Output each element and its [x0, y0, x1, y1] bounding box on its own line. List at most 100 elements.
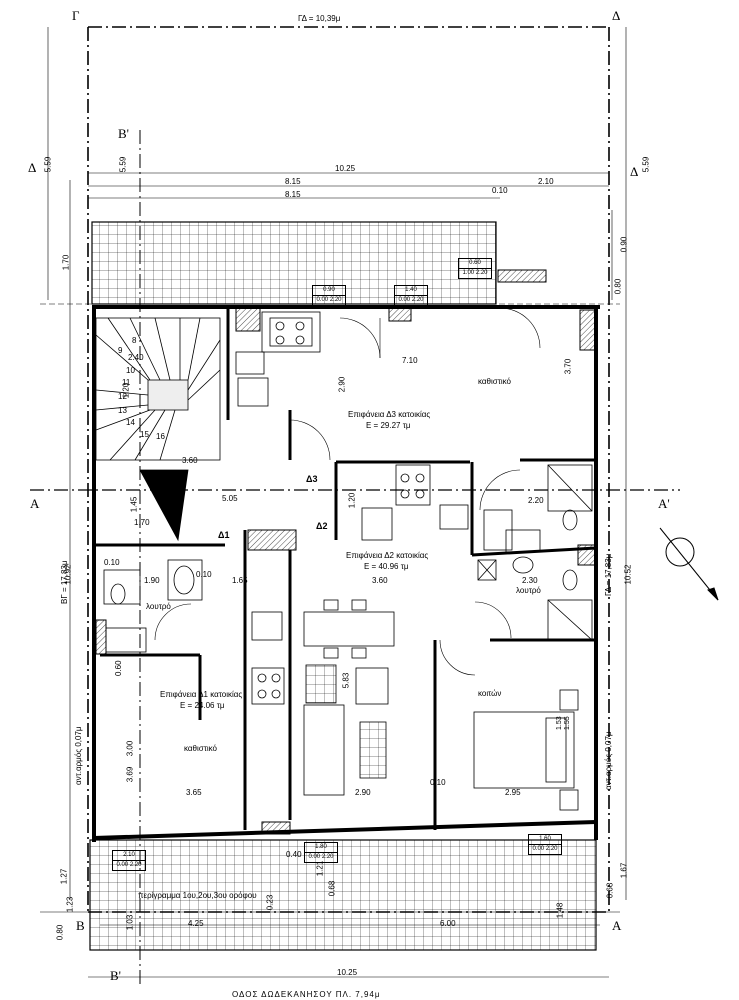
corner-top-right: Δ	[612, 8, 621, 23]
top-boundary-label: ΓΔ = 10,39μ	[298, 14, 341, 23]
area-d3-value: Ε = 29.27 τμ	[366, 421, 411, 430]
window-tag-width: 2.10	[113, 851, 145, 861]
side-label-left-road: αντ.αρμός 0,07μ	[74, 726, 83, 786]
window-tag: 1.60 0.00 2.20	[528, 834, 562, 855]
window-tag-b: 2.20	[545, 846, 558, 852]
dim-left-369: 3.69	[125, 766, 135, 783]
exterior-walls	[92, 305, 600, 842]
window-tag-b: 2.20	[321, 854, 334, 860]
window-tag-b: 2.20	[475, 270, 488, 276]
window-tag-a: 0.00	[532, 846, 545, 852]
window-tag-b: 2.20	[411, 297, 424, 303]
section-d-left: Δ	[28, 160, 37, 175]
window-tag-a: 0.00	[398, 297, 411, 303]
side-value-010b: 0.10	[104, 558, 120, 567]
dim-583: 5.83	[341, 672, 351, 689]
dim-bot-148: 1.48	[555, 902, 565, 919]
dim-stair-240: 2.40	[128, 353, 144, 362]
dim-068: 0.68	[327, 880, 337, 897]
window-tag: 0.60 1.00 2.20	[458, 258, 492, 279]
side-value-010a: 0.10	[196, 570, 212, 579]
dim-top-210: 2.10	[538, 177, 554, 186]
dim-right-1052: 10.52	[623, 564, 633, 585]
dim-290: 2.90	[337, 376, 347, 393]
door-swings	[154, 307, 541, 676]
dim-360b: 3.60	[372, 576, 388, 585]
dim-top-total: 10.25	[335, 164, 356, 173]
window-tag-width: 1.80	[305, 843, 337, 853]
stair-step-14: 14	[126, 418, 135, 427]
dim-370: 3.70	[563, 358, 573, 375]
window-tag-a: 0.00	[116, 862, 129, 868]
dim-bot-425: 4.25	[188, 919, 204, 928]
side-label-right-road: αντ.αρμός 0,07μ	[604, 731, 613, 791]
window-tag-width: 0.60	[459, 259, 491, 269]
corner-bottom-left: Β	[76, 918, 85, 933]
bottom-balcony	[89, 839, 597, 951]
window-tag: 2.10 0.00 2.20	[112, 850, 146, 871]
dim-bot-080: 0.80	[55, 924, 65, 941]
dim-right-080: 0.80	[613, 278, 623, 295]
dim-top-815b: 8.15	[285, 190, 301, 199]
area-d2-title: Επιφάνεια Δ2 κατοικίας	[346, 551, 429, 560]
window-tag-b: 2.20	[329, 297, 342, 303]
area-d1-value: Ε = 24.06 τμ	[180, 701, 225, 710]
window-tag: 1.80 0.00 2.20	[304, 842, 338, 863]
dim-left-559b: 5.59	[118, 156, 128, 173]
staircase	[95, 317, 221, 542]
dim-left-559: 5.59	[43, 156, 53, 173]
window-tag-width: 1.60	[529, 835, 561, 845]
window-tag-a: 0.00	[316, 297, 329, 303]
window-tag: 1.40 0.00 2.20	[394, 285, 428, 306]
dim-190: 1.90	[144, 576, 160, 585]
dim-040: 0.40	[286, 850, 302, 859]
dim-bottom-total: 10.25	[337, 968, 358, 977]
dim-710: 7.10	[402, 356, 418, 365]
side-label-gd: ΓΔ = 17,83μ	[604, 553, 613, 596]
window-tag: 0.90 0.00 2.20	[312, 285, 346, 306]
dim-121: 1.21	[315, 860, 325, 877]
kitchen-furniture	[235, 311, 513, 705]
bath-fixtures	[103, 464, 593, 653]
dim-top-815a: 8.15	[285, 177, 301, 186]
dim-295: 2.95	[505, 788, 521, 797]
corner-bottom-right: Α	[612, 918, 622, 933]
bed-dim-a: 1.53	[556, 716, 563, 730]
dim-left-300: 3.00	[125, 740, 135, 757]
unit-mark-d1: Δ1	[218, 530, 230, 540]
room-label-living-d1: καθιστικό	[184, 744, 217, 753]
dim-365: 3.65	[186, 788, 202, 797]
dim-bot-167: 1.67	[619, 862, 629, 879]
top-balcony	[91, 221, 497, 305]
room-label-bedroom: κοιτών	[478, 689, 502, 698]
dim-505: 5.05	[222, 494, 238, 503]
dim-right-559: 5.59	[641, 156, 651, 173]
window-tag-a: 0.00	[308, 854, 321, 860]
dim-230: 2.30	[522, 576, 538, 585]
room-label-bath-right: λουτρό	[516, 586, 541, 595]
area-d2-value: Ε = 40.96 τμ	[364, 562, 409, 571]
unit-mark-d3: Δ3	[306, 474, 318, 484]
dining-table	[303, 599, 395, 796]
interior-walls	[96, 307, 597, 830]
area-d1-title: Επιφάνεια Δ1 κατοικίας	[160, 690, 243, 699]
dim-010: 0.10	[430, 778, 446, 787]
dim-left-170: 1.70	[61, 254, 71, 271]
dim-bot-600: 6.00	[440, 919, 456, 928]
dim-bot-103: 1.03	[125, 914, 135, 931]
corner-top-left: Γ	[72, 8, 80, 23]
dim-023: 0.23	[265, 894, 275, 911]
side-value-060: 0.60	[114, 660, 123, 676]
dim-145: 1.45	[129, 496, 139, 513]
area-d3-title: Επιφάνεια Δ3 κατοικίας	[348, 410, 431, 419]
stair-step-16: 16	[156, 432, 165, 441]
stair-step-9: 9	[118, 346, 123, 355]
dim-120: 1.20	[347, 492, 357, 509]
bed	[473, 689, 579, 811]
room-label-living-d3: καθιστικό	[478, 377, 511, 386]
stair-step-10: 10	[126, 366, 135, 375]
stair-step-15: 15	[140, 430, 149, 439]
section-a-left: Α	[30, 496, 40, 511]
